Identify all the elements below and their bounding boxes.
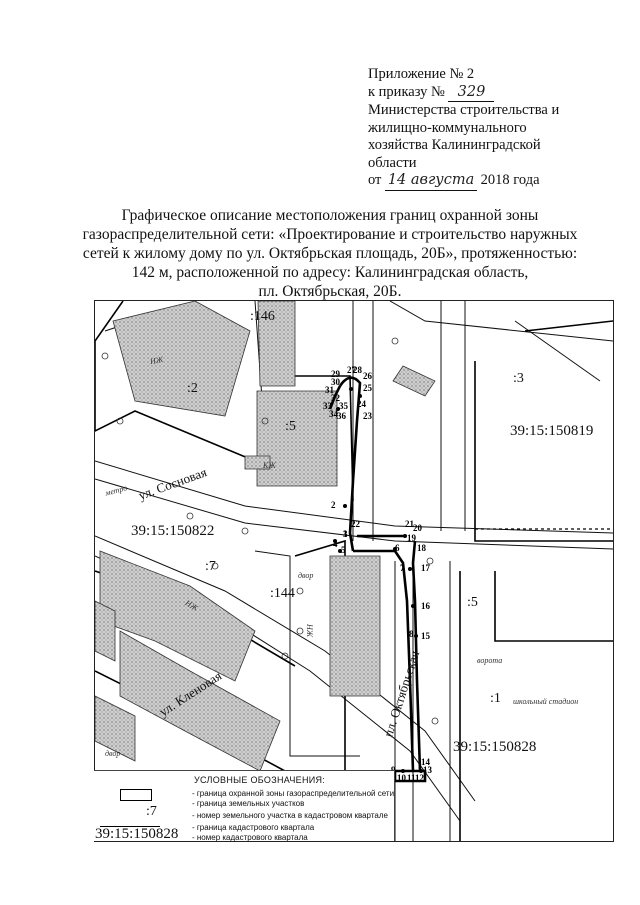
point-label: 3 <box>343 529 348 539</box>
legend-quarter-symbol <box>100 826 160 827</box>
appendix-line6: области <box>368 154 417 171</box>
appendix-line2: к приказу № 329 <box>368 83 608 102</box>
point-label: 10 <box>397 773 406 783</box>
parcel-label: :7 <box>205 559 216 574</box>
legend-zone-symbol <box>120 789 152 801</box>
appendix-line5: хозяйства Калининградской <box>368 137 541 153</box>
protection-zone <box>328 376 427 783</box>
point-label: 6 <box>395 543 400 553</box>
point-label: 12 <box>415 773 424 783</box>
point-label: 30 <box>331 377 340 387</box>
title-line3: сетей к жилому дому по ул. Октябрьская п… <box>82 245 578 262</box>
parcel-label: :144 <box>270 586 295 601</box>
point-label: 19 <box>407 533 416 543</box>
point-label: 33 <box>323 401 332 411</box>
parcel-label: :146 <box>250 309 275 324</box>
point-label: 29 <box>331 369 340 379</box>
map-markers <box>101 337 439 725</box>
date-suffix: 2018 года <box>480 172 540 188</box>
legend-item: - граница охранной зоны газораспределите… <box>192 789 395 798</box>
point-label: 26 <box>363 371 372 381</box>
legend-quarter-sample: 39:15:150828 <box>95 826 179 842</box>
map-drawing <box>95 301 613 841</box>
point-label: 25 <box>363 383 372 393</box>
point-label: 32 <box>331 393 340 403</box>
point-label: 24 <box>357 399 366 409</box>
appendix-header: Приложение № 2 к приказу № 329 Министерс… <box>368 66 608 191</box>
point-label: 16 <box>421 601 430 611</box>
annotation: ворота <box>477 656 503 665</box>
parcel-label: :2 <box>187 381 198 396</box>
point-label: 1 <box>343 529 348 539</box>
point-label: 22 <box>351 519 360 529</box>
annotation: двор <box>298 571 314 580</box>
map-legend: УСЛОВНЫЕ ОБОЗНАЧЕНИЯ: :7 - граница охран… <box>94 770 395 842</box>
legend-heading: УСЛОВНЫЕ ОБОЗНАЧЕНИЯ: <box>194 775 326 785</box>
legend-item: - номер кадастрового квартала <box>192 833 308 842</box>
point-label: 5 <box>341 545 346 555</box>
legend-parcel-sample: :7 <box>146 804 157 819</box>
parcel-label: :5 <box>467 595 478 610</box>
order-number: 329 <box>448 84 495 102</box>
appendix-date: от 14 августа 2018 года <box>368 172 608 191</box>
title-line4: 142 м, расположенной по адресу: Калининг… <box>131 264 529 281</box>
parcel-label: :5 <box>285 419 296 434</box>
quarter-label: 39:15:150822 <box>131 523 215 539</box>
annotation: двор <box>105 749 121 758</box>
parcel-label: :3 <box>513 371 524 386</box>
point-label: 15 <box>421 631 430 641</box>
date-prefix: от <box>368 172 382 188</box>
point-label: 18 <box>417 543 426 553</box>
date-handwritten: 14 августа <box>385 172 478 191</box>
point-label: 2 <box>331 500 336 510</box>
point-label: 21 <box>405 519 414 529</box>
point-label: 8 <box>409 629 414 639</box>
title-line5: пл. Октябрьская, 20Б. <box>258 283 402 300</box>
appendix-line4: жилищно-коммунального <box>368 119 527 136</box>
point-label: 14 <box>421 757 430 767</box>
document-title: Графическое описание местоположения гран… <box>60 206 600 301</box>
parcel-label: :1 <box>490 691 501 706</box>
legend-item: - граница земельных участков <box>192 799 305 808</box>
annotation: НЖ <box>305 623 315 638</box>
legend-item: - номер земельного участка в кадастровом… <box>192 811 388 820</box>
point-label: 13 <box>423 765 432 775</box>
point-label: 36 <box>337 411 346 421</box>
order-prefix: к приказу № <box>368 83 445 100</box>
title-line2: газораспределительной сети: «Проектирова… <box>82 226 578 243</box>
point-label: 34 <box>329 409 338 419</box>
title-line1: Графическое описание местоположения гран… <box>121 207 539 224</box>
survey-points <box>333 387 423 773</box>
cadastral-map: :146 :2 :3 :5 :7 :144 :5 :1 39:15:150819… <box>94 300 614 842</box>
point-label: 17 <box>421 563 430 573</box>
point-label: 27 <box>347 365 356 375</box>
annotation: школьный стадион <box>513 697 579 706</box>
appendix-line1: Приложение № 2 <box>368 66 475 82</box>
buildings <box>95 301 436 772</box>
point-label: 4 <box>333 539 338 549</box>
point-label: 11 <box>407 773 416 783</box>
legend-item: - граница кадастрового квартала <box>192 823 315 832</box>
quarter-label: 39:15:150828 <box>453 739 537 755</box>
point-label: 28 <box>353 365 362 375</box>
annotation: КЖ <box>263 461 276 470</box>
point-label: 20 <box>413 523 422 533</box>
point-label: 35 <box>339 401 348 411</box>
quarter-label: 39:15:150819 <box>510 423 594 439</box>
point-label: 23 <box>363 411 372 421</box>
point-label: 7 <box>400 563 405 573</box>
point-label: 31 <box>325 385 334 395</box>
appendix-line3: Министерства строительства и <box>368 102 560 118</box>
